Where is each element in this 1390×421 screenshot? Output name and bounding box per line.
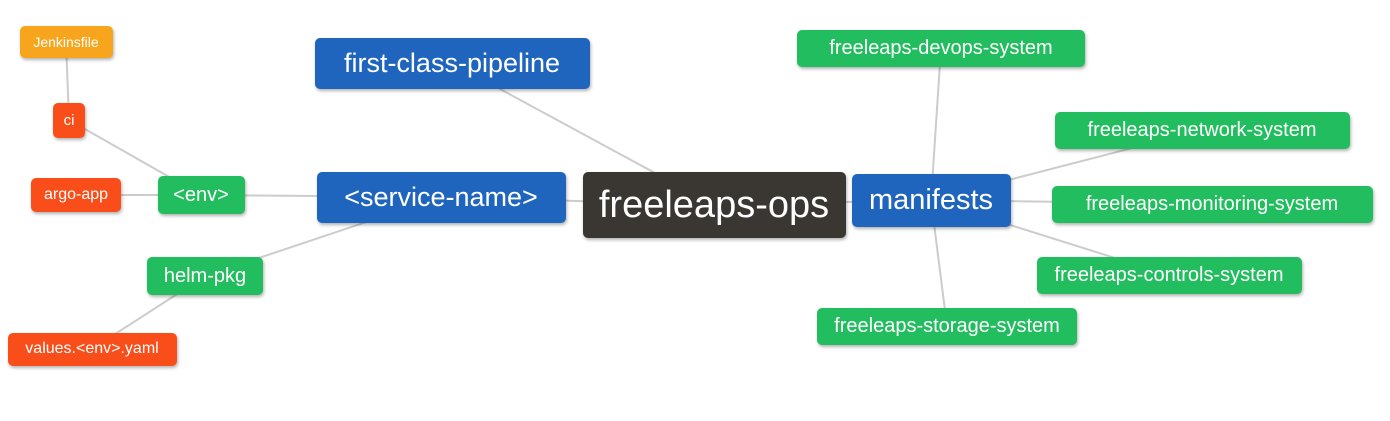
node-label: first-class-pipeline [343, 47, 561, 78]
node-label: argo-app [43, 186, 109, 203]
node-freeleaps-controls-system[interactable]: freeleaps-controls-system [1036, 256, 1302, 294]
node-label: ci [63, 111, 75, 129]
node-label: freeleaps-monitoring-system [1085, 193, 1339, 215]
node-first-class-pipeline[interactable]: first-class-pipeline [314, 37, 590, 89]
node-label: Jenkinsfile [33, 34, 99, 50]
node-helm-pkg[interactable]: helm-pkg [147, 257, 263, 295]
node-label: <service-name> [344, 181, 538, 212]
node-label: values.<env>.yaml [25, 340, 159, 357]
node-freeleaps-ops[interactable]: freeleaps-ops [582, 172, 846, 238]
node-env[interactable]: <env> [157, 176, 245, 214]
node-freeleaps-network-system[interactable]: freeleaps-network-system [1054, 111, 1350, 149]
node-label: manifests [868, 183, 994, 216]
node-label: <env> [173, 184, 229, 206]
node-label: freeleaps-storage-system [834, 315, 1060, 337]
node-freeleaps-monitoring-system[interactable]: freeleaps-monitoring-system [1051, 185, 1373, 223]
node-jenkinsfile[interactable]: Jenkinsfile [19, 26, 113, 58]
node-values-env-yaml[interactable]: values.<env>.yaml [7, 332, 177, 366]
node-label: helm-pkg [163, 265, 247, 287]
node-argo-app[interactable]: argo-app [31, 178, 121, 212]
node-service-name[interactable]: <service-name> [316, 171, 566, 223]
node-label: freeleaps-devops-system [829, 37, 1053, 59]
node-freeleaps-storage-system[interactable]: freeleaps-storage-system [817, 307, 1077, 345]
node-label: freeleaps-controls-system [1054, 264, 1284, 286]
node-ci[interactable]: ci [53, 102, 85, 138]
node-label: freeleaps-network-system [1087, 119, 1317, 141]
node-freeleaps-devops-system[interactable]: freeleaps-devops-system [797, 29, 1085, 67]
node-manifests[interactable]: manifests [851, 173, 1011, 227]
node-label: freeleaps-ops [598, 184, 830, 226]
